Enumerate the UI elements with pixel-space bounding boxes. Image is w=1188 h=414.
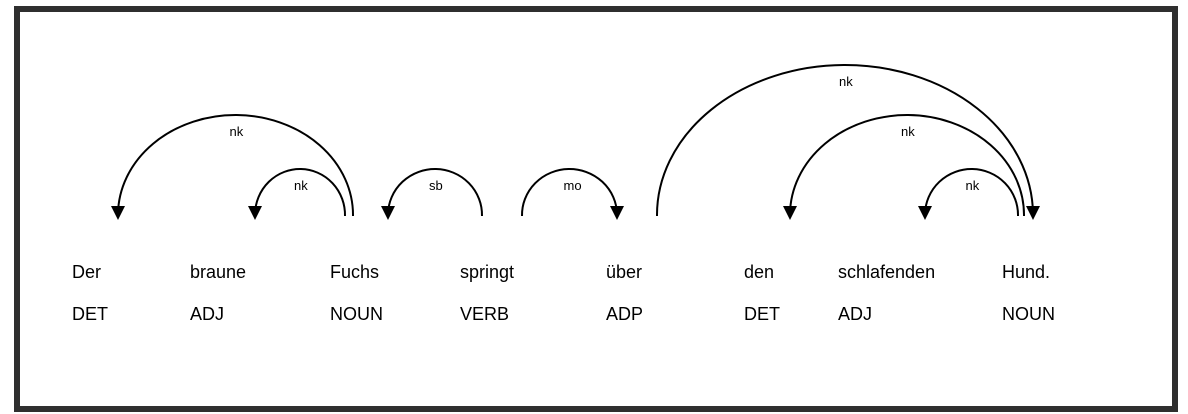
arc-label: nk (839, 74, 853, 89)
dependency-arc (789, 114, 1026, 217)
token-word: springt (460, 262, 514, 282)
arc-arrowhead (1026, 206, 1040, 220)
token-word: schlafenden (838, 262, 935, 282)
token-word: Der (72, 262, 101, 282)
token-pos-tag: ADJ (190, 304, 224, 324)
diagram-frame (14, 6, 1178, 412)
token-pos-tag: NOUN (1002, 304, 1055, 324)
arc-arrowhead (381, 206, 395, 220)
token-word: über (606, 262, 642, 282)
token-pos-tag: NOUN (330, 304, 383, 324)
arc-label: nk (966, 178, 980, 193)
dependency-arc (520, 168, 618, 217)
arc-arrowhead (111, 206, 125, 220)
token-pos-tag: VERB (460, 304, 509, 324)
token-pos-tag: DET (72, 304, 108, 324)
token-pos-tag: ADP (606, 304, 643, 324)
token-word: Fuchs (330, 262, 379, 282)
dependency-arc (387, 168, 484, 217)
arc-label: nk (230, 124, 244, 139)
token-word: Hund. (1002, 262, 1050, 282)
arc-label: sb (429, 178, 443, 193)
arc-label: mo (564, 178, 582, 193)
dependency-arc (117, 114, 355, 217)
arc-arrowhead (248, 206, 262, 220)
dependency-arc (924, 168, 1020, 217)
dependency-arc (655, 64, 1034, 217)
token-pos-tag: ADJ (838, 304, 872, 324)
arc-arrowhead (783, 206, 797, 220)
token-word: braune (190, 262, 246, 282)
arc-arrowhead (918, 206, 932, 220)
arc-label: nk (901, 124, 915, 139)
arc-label: nk (294, 178, 308, 193)
arcs-layer: nk nk sb mo nk nk nk (111, 64, 1040, 220)
dependency-arc (254, 168, 347, 217)
arc-arrowhead (610, 206, 624, 220)
token-pos-tag: DET (744, 304, 780, 324)
token-word: den (744, 262, 774, 282)
